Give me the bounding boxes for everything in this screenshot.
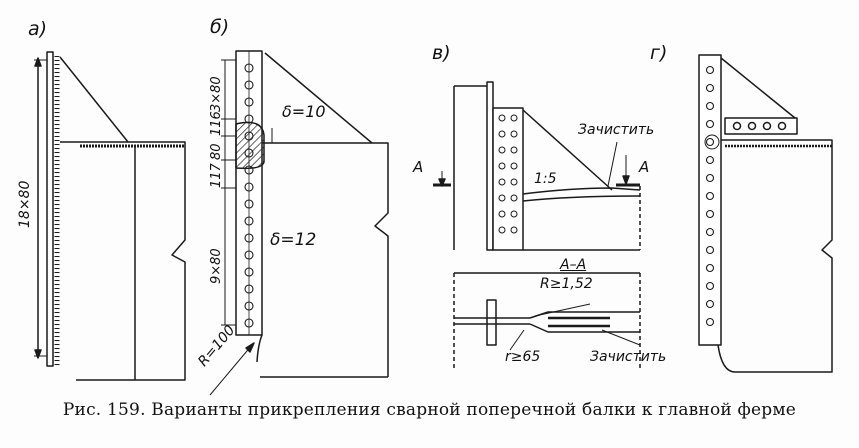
slope-label: 1:5	[534, 171, 557, 187]
section-mark-left: A	[413, 158, 424, 176]
thickness-12: δ=12	[270, 230, 317, 250]
dimension-80: 80	[209, 143, 224, 160]
plate-v-holes	[498, 114, 518, 234]
variant-v-section	[453, 272, 641, 370]
variant-v-drawing	[433, 81, 641, 251]
variant-g-drawing	[698, 54, 833, 373]
label-variant-v: в)	[432, 42, 451, 64]
label-variant-g: г)	[650, 42, 668, 64]
variant-a-drawing	[34, 51, 186, 381]
radius-152: R≥1,52	[540, 276, 593, 292]
variant-b-drawing	[209, 50, 389, 396]
section-mark-right: A	[639, 158, 650, 176]
section-title: A–A	[560, 257, 587, 273]
figure-caption: Рис. 159. Варианты прикрепления сварной …	[62, 400, 797, 420]
dimension-117: 117	[209, 163, 224, 188]
dimension-9x80: 9×80	[209, 248, 224, 284]
plate-g-holes	[705, 65, 715, 327]
clean-label-top: Зачистить	[578, 122, 655, 138]
clean-label-bottom: Зачистить	[590, 349, 667, 365]
label-variant-a: a)	[28, 18, 48, 40]
dimension-3x80: 3×80	[209, 76, 224, 112]
dimension-18x80: 18×80	[17, 180, 33, 228]
radius-65: r≥65	[505, 349, 541, 365]
label-variant-b: б)	[210, 16, 230, 38]
dimension-116: 116	[209, 111, 224, 136]
thickness-10: δ=10	[282, 102, 326, 121]
